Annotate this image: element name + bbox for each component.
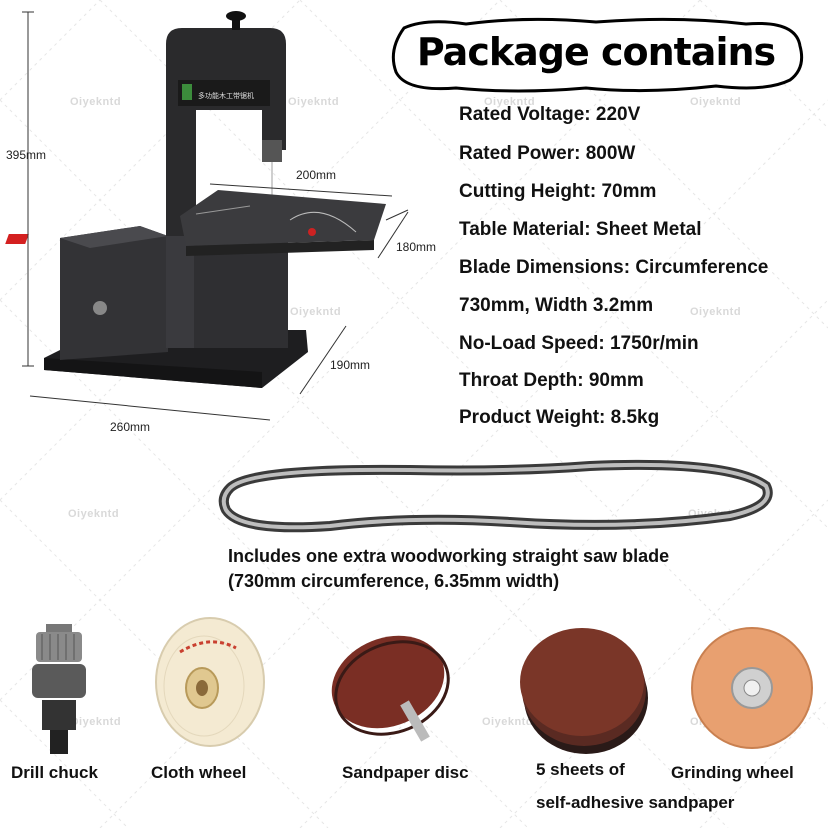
tension-knob-stem bbox=[232, 18, 240, 30]
sandpaper-sheet-front bbox=[520, 628, 644, 736]
label-sheets-line1: 5 sheets of bbox=[536, 760, 625, 779]
label-logo bbox=[182, 84, 192, 100]
chuck-knurl bbox=[41, 634, 75, 660]
sandpaper-disc-edge bbox=[334, 640, 450, 736]
blade-loop-outer bbox=[218, 459, 773, 533]
blade-note-line2: (730mm circumference, 6.35mm width) bbox=[228, 571, 560, 591]
watermark-text: Oiyekntd bbox=[690, 306, 742, 318]
spec-rated-voltage: Rated Voltage: 220V bbox=[459, 104, 641, 125]
panel-text: 多功能木工带锯机 bbox=[198, 91, 254, 100]
miter-scale bbox=[289, 211, 357, 233]
label-sandpaper-disc: Sandpaper disc bbox=[342, 763, 469, 782]
dimension-table-width: 200mm bbox=[296, 168, 337, 182]
dimension-table-depth: 180mm bbox=[396, 240, 437, 254]
table-scale bbox=[195, 205, 251, 215]
tension-knob bbox=[226, 11, 246, 21]
chuck-top bbox=[46, 624, 72, 632]
work-table-edge bbox=[186, 240, 374, 256]
drill-chuck-image bbox=[32, 624, 86, 754]
label-panel bbox=[178, 80, 270, 106]
blade-note-line1: Includes one extra woodworking straight … bbox=[228, 546, 670, 566]
work-table bbox=[180, 190, 386, 246]
cloth-wheel-stamp bbox=[179, 640, 237, 654]
spec-throat-depth: Throat Depth: 90mm bbox=[459, 370, 644, 391]
spec-blade-dimensions: Blade Dimensions: Circumference bbox=[459, 257, 769, 278]
motor-knob bbox=[93, 301, 107, 315]
grinding-wheel-image bbox=[691, 627, 813, 749]
cloth-wheel-hole bbox=[196, 680, 208, 696]
power-switch bbox=[5, 234, 29, 244]
motor-housing-top bbox=[60, 226, 168, 248]
grinding-wheel-hole bbox=[743, 679, 761, 697]
sandpaper-disc-image bbox=[331, 635, 450, 742]
spec-rated-power: Rated Power: 800W bbox=[459, 143, 636, 164]
blade-loop-inner bbox=[221, 462, 770, 530]
spec-no-load-speed: No-Load Speed: 1750r/min bbox=[459, 333, 699, 354]
spec-table-material: Table Material: Sheet Metal bbox=[459, 219, 702, 240]
dimension-lines bbox=[22, 11, 409, 421]
label-drill-chuck: Drill chuck bbox=[11, 763, 98, 782]
watermark-text: Oiyekntd bbox=[690, 96, 742, 108]
machine-base-edge bbox=[44, 358, 262, 388]
chuck-jaw-sleeve bbox=[42, 700, 76, 730]
chuck-body-middle bbox=[32, 664, 86, 698]
label-cloth-wheel: Cloth wheel bbox=[151, 763, 247, 782]
sandpaper-disc-face bbox=[331, 635, 445, 729]
cloth-wheel-image bbox=[155, 617, 265, 747]
title-bubble-shape bbox=[391, 17, 804, 93]
dimension-height: 395mm bbox=[6, 148, 47, 162]
title-badge: Package contains bbox=[386, 16, 806, 94]
blade-guide bbox=[262, 140, 282, 162]
dimension-base-width: 260mm bbox=[110, 420, 151, 434]
spec-blade-dimensions-cont: 730mm, Width 3.2mm bbox=[459, 295, 654, 316]
watermark-text: Oiyekntd bbox=[68, 508, 120, 520]
sandpaper-disc-shank bbox=[400, 700, 430, 742]
page-title: Package contains bbox=[416, 30, 776, 74]
label-grinding-wheel: Grinding wheel bbox=[671, 763, 794, 782]
band-saw-illustration: 多功能木工带锯机 bbox=[5, 11, 409, 421]
label-sheets-line2: self-adhesive sandpaper bbox=[536, 793, 735, 812]
motor-housing bbox=[60, 226, 168, 360]
chuck-body-upper bbox=[36, 632, 82, 662]
spec-product-weight: Product Weight: 8.5kg bbox=[459, 407, 660, 428]
dimension-base-depth: 190mm bbox=[330, 358, 371, 372]
miter-knob bbox=[308, 228, 316, 236]
spec-cutting-height: Cutting Height: 70mm bbox=[459, 181, 657, 202]
spare-saw-blade bbox=[218, 459, 773, 533]
cloth-wheel-ring bbox=[163, 635, 245, 737]
chuck-shank bbox=[50, 730, 68, 754]
sandpaper-sheets-image bbox=[520, 628, 648, 754]
